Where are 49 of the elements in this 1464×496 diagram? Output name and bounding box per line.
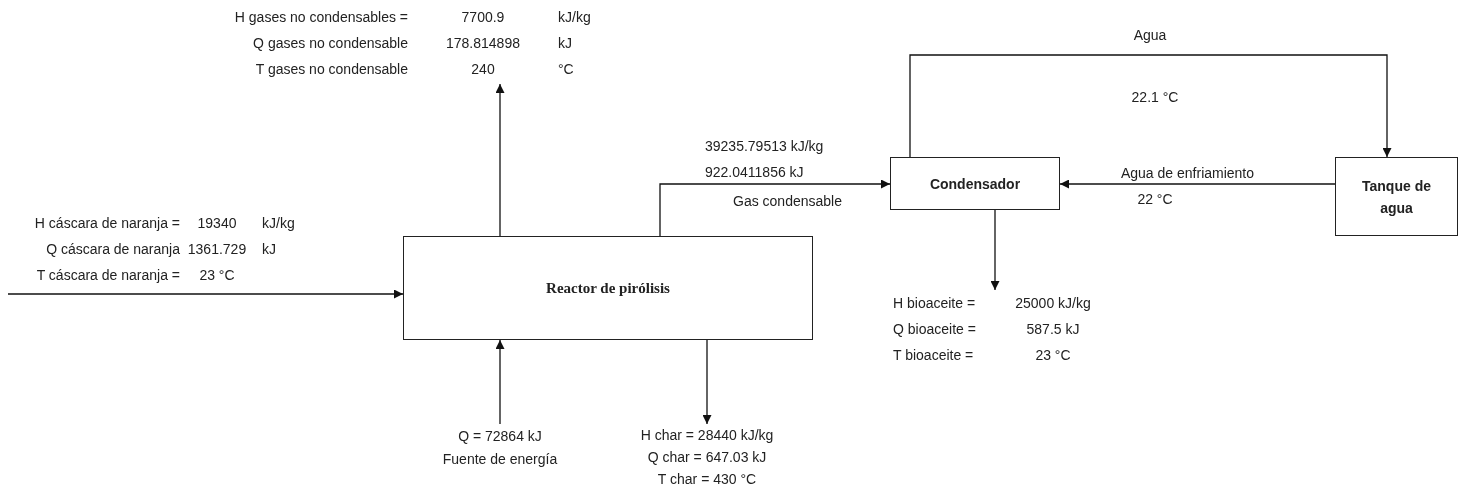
process-box — [403, 236, 813, 340]
stream-value: kJ/kg — [558, 8, 591, 26]
edge-label: Gas condensable — [732, 192, 843, 210]
stream-property: H gases no condensables = — [234, 8, 408, 26]
arrow — [659, 179, 891, 237]
stream-value: °C — [558, 60, 574, 78]
edge-label: Agua de enfriamiento — [1119, 164, 1256, 182]
process-label: Tanque de agua — [1361, 176, 1432, 218]
arrow — [909, 54, 1392, 158]
arrow — [495, 339, 505, 425]
stream-property: H cáscara de naranja = — [33, 214, 180, 232]
stream-property: T cáscara de naranja = — [35, 266, 180, 284]
stream-value: 1361.729 — [186, 240, 248, 258]
edge-label: Agua — [1132, 26, 1168, 44]
stream-property: H char = 28440 kJ/kg — [640, 426, 774, 444]
stream-property: Q char = 647.03 kJ — [647, 448, 767, 466]
stream-value: 23 °C — [1035, 346, 1071, 364]
stream-value: 922.0411856 kJ — [705, 163, 805, 181]
stream-value: 587.5 kJ — [1026, 320, 1080, 338]
stream-property: Q gases no condensable — [253, 34, 408, 52]
stream-value: 22.1 °C — [1130, 88, 1180, 106]
stream-value: kJ/kg — [262, 214, 296, 232]
arrow — [990, 209, 1000, 291]
stream-value: 23 °C — [198, 266, 236, 284]
arrow — [702, 339, 712, 425]
process-label: Reactor de pirólisis — [546, 279, 670, 298]
arrow — [1059, 179, 1336, 189]
stream-property: T bioaceite = — [893, 346, 974, 364]
arrow — [7, 289, 404, 299]
stream-value: 19340 — [196, 214, 238, 232]
arrow — [495, 83, 505, 237]
stream-property: Q cáscara de naranja — [45, 240, 180, 258]
stream-property: T gases no condensable — [255, 60, 408, 78]
process-box — [1335, 157, 1458, 236]
process-label: Condensador — [929, 174, 1021, 194]
stream-value: 25000 kJ/kg — [1015, 294, 1091, 312]
stream-value: 22 °C — [1136, 190, 1174, 208]
stream-value: 39235.79513 kJ/kg — [705, 137, 825, 155]
stream-value: 178.814898 — [446, 34, 520, 52]
stream-value: kJ — [558, 34, 572, 52]
process-box — [890, 157, 1060, 210]
stream-value: kJ — [262, 240, 277, 258]
stream-value: 240 — [471, 60, 495, 78]
stream-property: Fuente de energía — [442, 449, 558, 468]
stream-value: 7700.9 — [461, 8, 505, 26]
stream-property: Q = 72864 kJ — [458, 426, 542, 445]
stream-property: T char = 430 °C — [657, 470, 757, 488]
stream-property: Q bioaceite = — [893, 320, 976, 338]
stream-property: H bioaceite = — [893, 294, 976, 312]
